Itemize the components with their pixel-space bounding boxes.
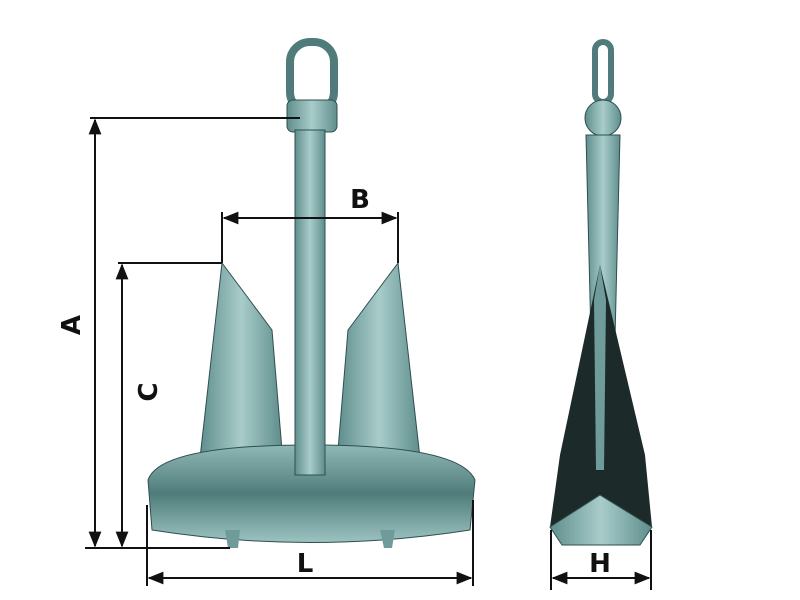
dimension-l-label: L bbox=[297, 549, 314, 579]
dimension-h: H bbox=[550, 530, 652, 590]
side-shackle bbox=[592, 39, 614, 105]
dimension-a: A bbox=[57, 117, 300, 549]
right-fluke bbox=[337, 261, 421, 459]
side-fluke-ridge bbox=[594, 265, 606, 470]
dimension-c: C bbox=[115, 262, 222, 548]
dimension-a-label: A bbox=[57, 315, 87, 335]
dimension-b-label: B bbox=[350, 185, 370, 215]
dimension-l: L bbox=[146, 500, 474, 586]
crown bbox=[147, 444, 476, 543]
anchor-front-view bbox=[147, 38, 476, 548]
right-tripping-palm bbox=[380, 530, 395, 548]
shank bbox=[294, 129, 326, 476]
shackle-pin bbox=[286, 99, 338, 133]
left-tripping-palm bbox=[225, 530, 240, 548]
dimension-b: B bbox=[221, 185, 399, 263]
dimension-c-label: C bbox=[134, 382, 164, 401]
dimension-h-label: H bbox=[589, 549, 611, 579]
side-crown bbox=[549, 494, 653, 546]
left-fluke bbox=[199, 261, 283, 459]
anchor-side-view bbox=[549, 39, 653, 546]
side-shackle-pin bbox=[584, 99, 622, 137]
